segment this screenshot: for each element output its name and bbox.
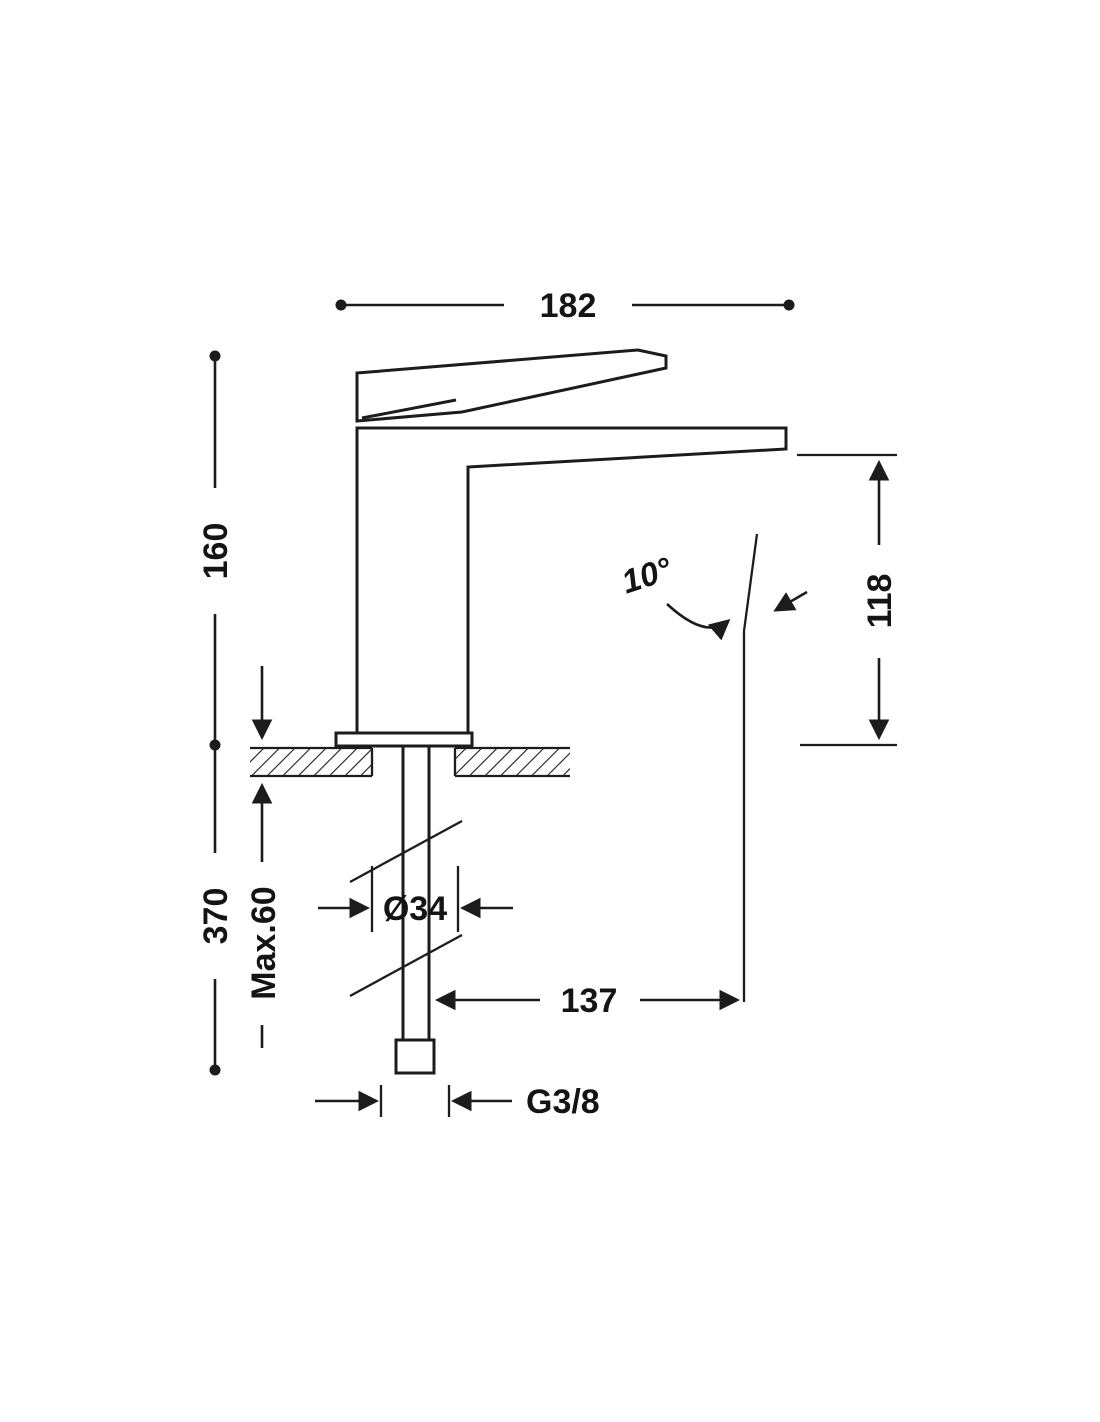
dim-label-overall-width: 182 bbox=[540, 287, 597, 325]
stream-angle-annotation: 10° bbox=[617, 533, 808, 1002]
dim-label-hole-diameter: Ø34 bbox=[383, 890, 447, 928]
break-line-upper bbox=[349, 819, 463, 884]
dim-body-height: 160 bbox=[197, 350, 235, 751]
dim-hole-diameter: Ø34 bbox=[318, 866, 513, 932]
dim-spout-height: 118 bbox=[797, 453, 899, 747]
dim-label-max-deck-thickness: Max.60 bbox=[245, 886, 283, 999]
dim-label-under-counter: 370 bbox=[197, 888, 235, 945]
angle-leader-arrow bbox=[666, 603, 731, 641]
countertop-hatch-right bbox=[455, 748, 570, 776]
dim-label-stream-angle: 10° bbox=[617, 550, 677, 601]
stream-angled-line bbox=[742, 533, 759, 632]
faucet-lever bbox=[355, 348, 668, 423]
faucet-outline bbox=[334, 348, 788, 748]
dim-under-counter: 370 bbox=[197, 745, 235, 1076]
dim-label-body-height: 160 bbox=[197, 523, 235, 580]
shank bbox=[349, 746, 463, 1075]
countertop-hatch-left bbox=[250, 748, 372, 776]
break-line-lower bbox=[349, 933, 463, 998]
dim-label-spout-height: 118 bbox=[861, 574, 899, 629]
dim-supply-thread: G3/8 bbox=[315, 1083, 600, 1121]
dim-label-spout-reach: 137 bbox=[561, 982, 618, 1020]
dim-overall-width: 182 bbox=[335, 287, 795, 325]
lever-seam-line bbox=[361, 398, 457, 420]
dim-label-supply-thread: G3/8 bbox=[526, 1083, 600, 1121]
faucet-body-spout bbox=[355, 426, 788, 735]
countertop bbox=[250, 746, 570, 778]
dim-max-deck-thickness: Max.60 bbox=[245, 666, 283, 1048]
angle-arrow-right bbox=[773, 590, 808, 612]
connection-nut bbox=[394, 1038, 436, 1075]
faucet-base-flange bbox=[334, 731, 474, 748]
dim-spout-reach: 137 bbox=[434, 982, 741, 1020]
